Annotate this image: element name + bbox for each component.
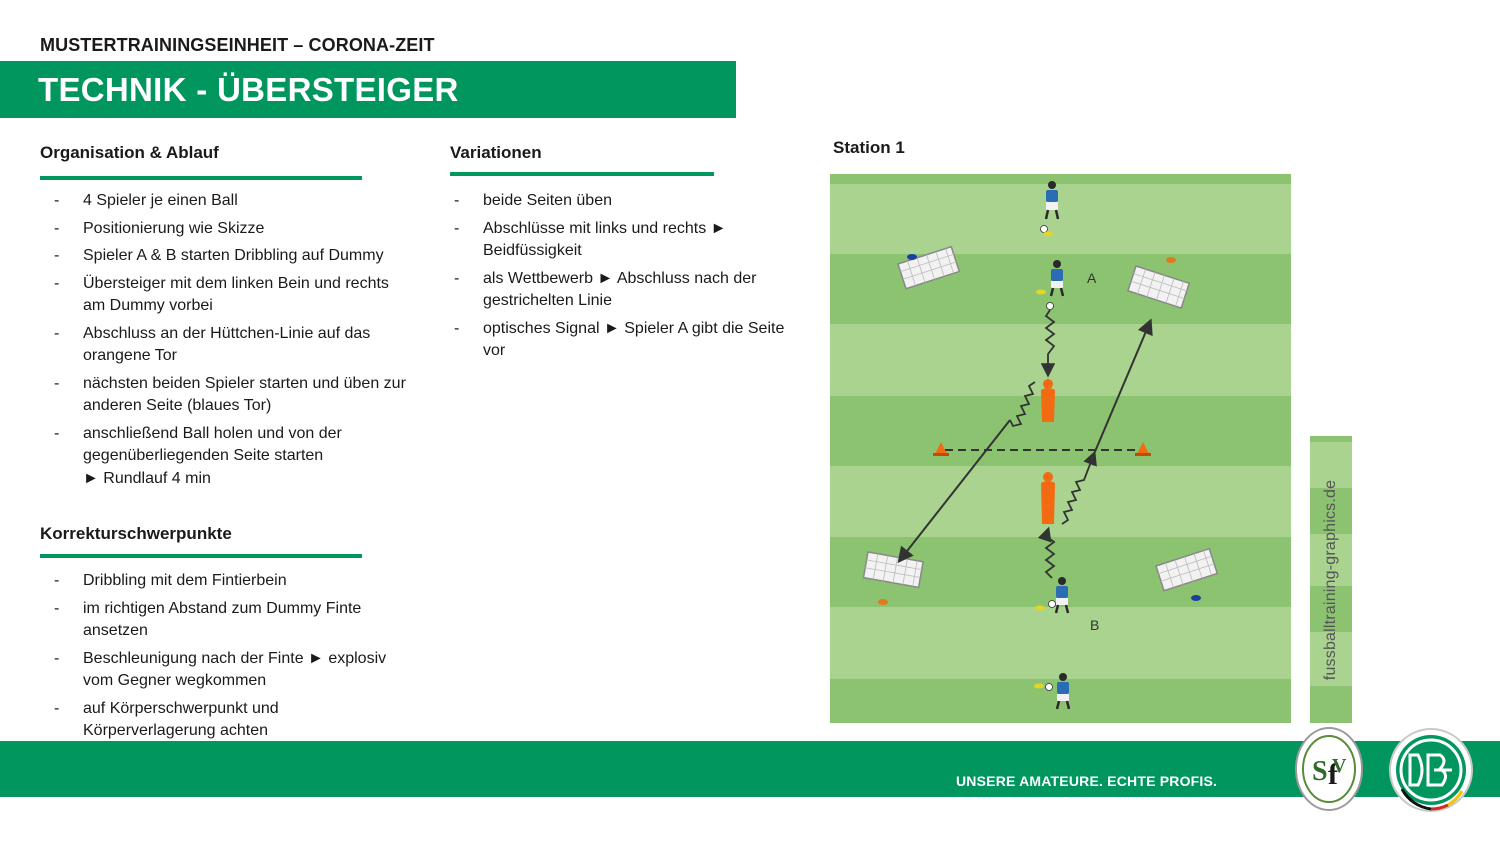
list-item-text: Positionierung wie Skizze xyxy=(83,219,265,237)
player-a xyxy=(1036,260,1065,310)
list-item: -4 Spieler je einen Ball xyxy=(54,192,238,209)
dribble-path-b-out xyxy=(1061,450,1097,525)
supertitle: MUSTERTRAININGSEINHEIT – CORONA-ZEIT xyxy=(40,35,435,55)
list-item: -als Wettbewerb ► Abschluss nach der ges… xyxy=(454,269,757,310)
list-item: -optisches Signal ► Spieler A gibt die S… xyxy=(454,319,785,360)
svg-text:V: V xyxy=(1332,755,1347,777)
training-field-diagram: A B xyxy=(830,174,1291,723)
goal-top-left xyxy=(897,245,961,290)
dribble-path-a-out xyxy=(1009,381,1036,428)
list-item-text: beide Seiten üben xyxy=(483,192,612,209)
list-item-text: Spieler A & B starten Dribbling auf Dumm… xyxy=(83,247,384,264)
marker-orange xyxy=(878,599,888,605)
list-item: -Abschluss an der Hüttchen-Linie auf das… xyxy=(54,324,371,365)
list-item: -im richtigen Abstand zum Dummy Finte an… xyxy=(54,599,362,640)
dfb-logo xyxy=(1389,728,1473,812)
player-bottom xyxy=(1034,673,1071,710)
list-item: -beide Seiten üben xyxy=(454,192,612,209)
dummy-lower xyxy=(1041,472,1055,524)
player-top xyxy=(1040,181,1060,237)
dummy-upper xyxy=(1041,379,1055,422)
svg-text:f: f xyxy=(1328,758,1339,791)
list-item: -Positionierung wie Skizze xyxy=(54,219,265,237)
variationen-rule xyxy=(450,172,714,176)
watermark-text: fussballtraining-graphics.de xyxy=(1322,479,1339,680)
list-item-text: im richtigen Abstand zum Dummy Finte ans… xyxy=(83,599,362,640)
list-item-extra: ► Rundlauf 4 min xyxy=(40,468,410,491)
page-title: TECHNIK - ÜBERSTEIGER xyxy=(38,71,459,108)
list-item-text: 4 Spieler je einen Ball xyxy=(83,192,238,209)
korrektur-rule xyxy=(40,554,362,558)
list-item-text: nächsten beiden Spieler starten und üben… xyxy=(83,374,406,415)
list-item-text: als Wettbewerb ► Abschluss nach der gest… xyxy=(483,269,757,310)
cone-right xyxy=(1135,442,1151,456)
dribble-path-b xyxy=(1037,526,1056,579)
list-item-text: Dribbling mit dem Fintierbein xyxy=(83,572,287,589)
label-player-b: B xyxy=(1090,617,1099,633)
sfv-logo: S f V xyxy=(1295,727,1363,811)
organisation-list: -4 Spieler je einen Ball -Positionierung… xyxy=(40,190,410,495)
list-item-text: auf Körperschwerpunkt und Körperverlager… xyxy=(83,699,279,740)
station-title: Station 1 xyxy=(833,138,905,157)
list-item-text: Übersteiger mit dem linken Bein und rech… xyxy=(83,274,389,315)
korrektur-heading: Korrekturschwerpunkte xyxy=(40,524,232,543)
marker-blue xyxy=(1191,595,1201,601)
watermark: fussballtraining-graphics.de xyxy=(1310,436,1352,723)
variationen-list: -beide Seiten üben -Abschlüsse mit links… xyxy=(440,190,810,368)
goal-top-right xyxy=(1127,265,1191,309)
marker-orange xyxy=(1166,257,1176,263)
footer-slogan: UNSERE AMATEURE. ECHTE PROFIS. xyxy=(956,773,1218,789)
title-bar: TECHNIK - ÜBERSTEIGER xyxy=(0,61,736,118)
list-item-text: anschließend Ball holen und von der gege… xyxy=(83,424,342,465)
list-item: -Spieler A & B starten Dribbling auf Dum… xyxy=(54,247,384,264)
shot-arrow-b xyxy=(1093,318,1153,455)
list-item-text: optisches Signal ► Spieler A gibt die Se… xyxy=(483,319,785,360)
label-player-a: A xyxy=(1087,270,1097,286)
list-item: -Übersteiger mit dem linken Bein und rec… xyxy=(54,274,389,315)
list-item-text: Abschluss an der Hüttchen-Linie auf das … xyxy=(83,324,371,365)
korrektur-list: -Dribbling mit dem Fintierbein -im richt… xyxy=(40,570,410,748)
variationen-heading: Variationen xyxy=(450,143,542,162)
list-item: -nächsten beiden Spieler starten und übe… xyxy=(54,374,406,415)
list-item-text: Abschlüsse mit links und rechts ► Beidfü… xyxy=(483,219,727,260)
cone-left xyxy=(933,442,949,456)
organisation-heading: Organisation & Ablauf xyxy=(40,143,219,162)
list-item-text: ► Rundlauf 4 min xyxy=(83,469,211,487)
list-item: -Abschlüsse mit links und rechts ► Beidf… xyxy=(454,219,727,260)
svg-text:S: S xyxy=(1312,756,1328,787)
player-b xyxy=(1035,577,1070,614)
shot-arrow-a xyxy=(897,419,1011,564)
field-stripe xyxy=(830,396,1291,466)
list-item: -Beschleunigung nach der Finte ► explosi… xyxy=(54,649,387,690)
footer-bar xyxy=(0,741,1500,797)
list-item-text: Beschleunigung nach der Finte ► explosiv… xyxy=(83,649,387,690)
marker-blue xyxy=(907,254,917,260)
dribble-path-a xyxy=(1040,309,1056,378)
list-item: -anschließend Ball holen und von der geg… xyxy=(54,424,342,465)
field-top-edge xyxy=(830,174,1291,184)
list-item: -Dribbling mit dem Fintierbein xyxy=(54,572,287,589)
organisation-rule xyxy=(40,176,362,180)
goal-bottom-right xyxy=(1155,547,1219,592)
watermark-strip xyxy=(1310,436,1352,723)
list-item: -auf Körperschwerpunkt und Körperverlage… xyxy=(54,699,279,740)
